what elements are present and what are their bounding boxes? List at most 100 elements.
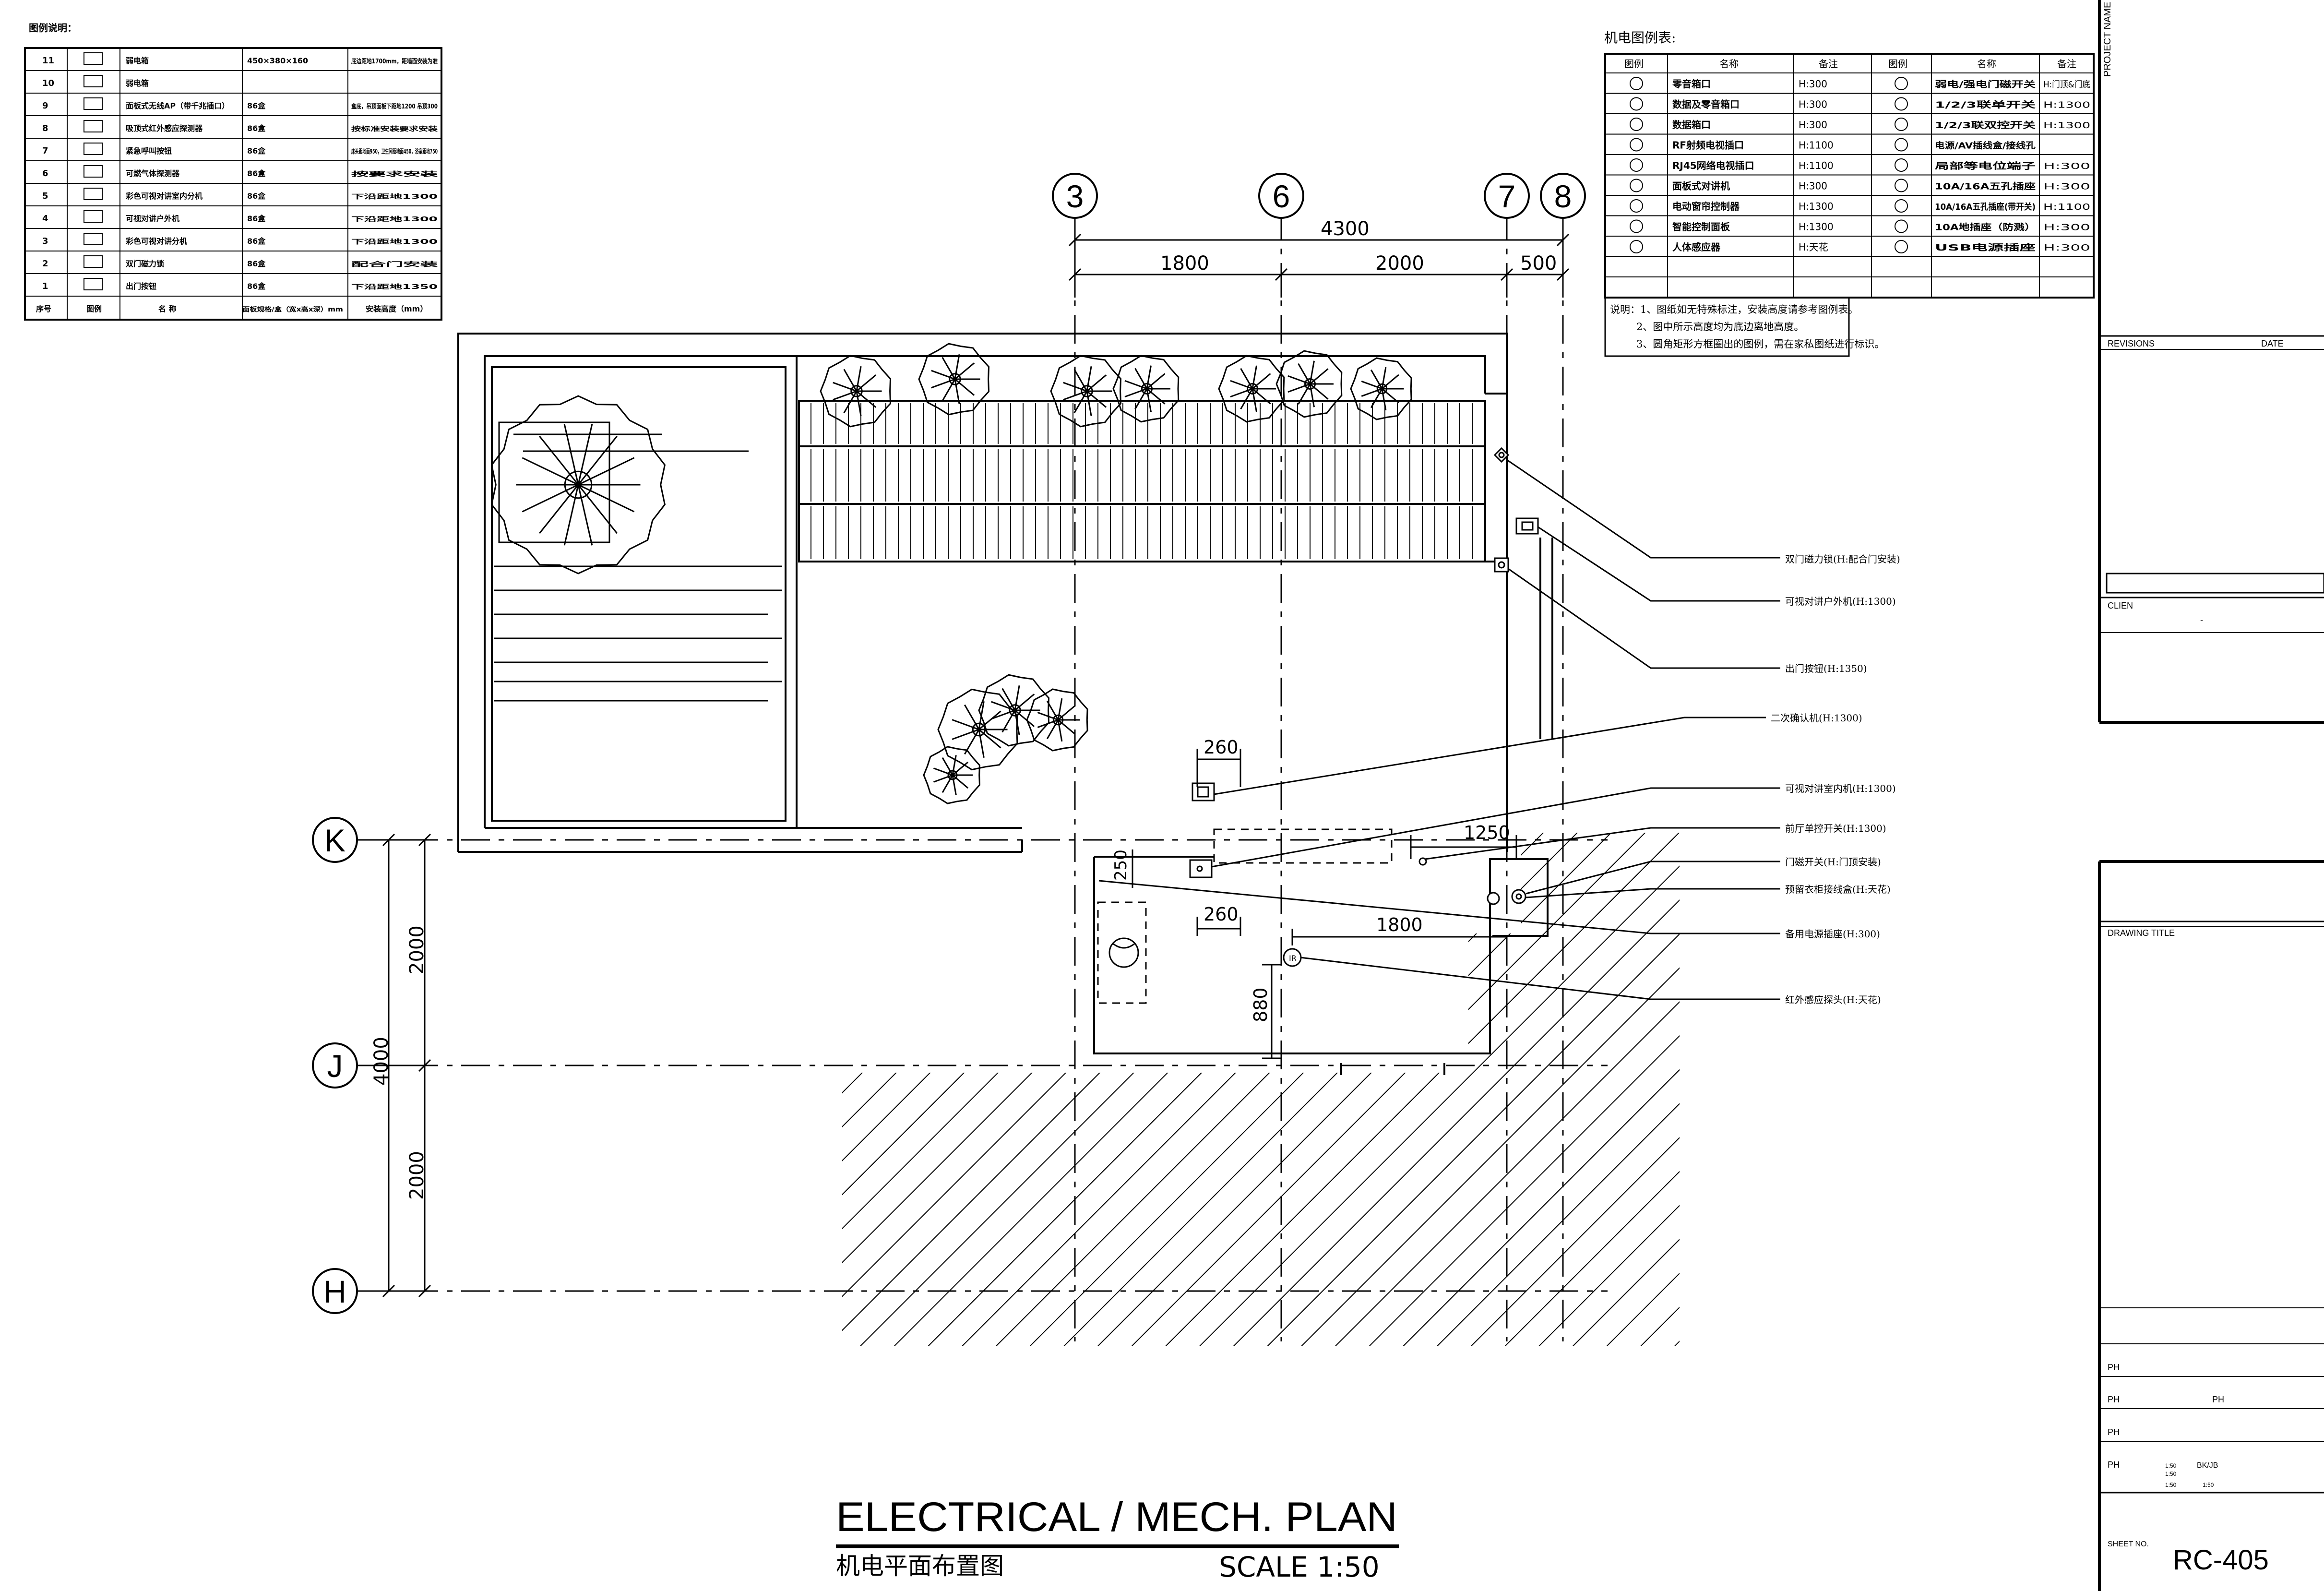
legend-left-note: H:1100: [1799, 140, 1834, 151]
equip-symbol-icon: [83, 233, 103, 245]
magnetic-lock-icon: [1493, 447, 1510, 463]
sheet-number: RC-405: [2173, 1544, 2269, 1576]
equip-footer-size: 面板规格/盒（宽x高x深）mm: [242, 306, 343, 313]
equip-footer-name: 名 称: [158, 304, 177, 313]
legend-left-note: H:1300: [1799, 201, 1834, 212]
equip-row-name: 双门磁力锁: [126, 259, 164, 268]
equip-row-note: 床头距地面950，卫生间距地面450，浴室距地750: [351, 148, 438, 156]
door-sensor-icon: [1487, 889, 1526, 905]
dim-250: 250: [1111, 849, 1131, 881]
ph-scale-small: 1:50: [2165, 1482, 2177, 1488]
equip-row-no: 1: [42, 281, 48, 291]
legend-right-name: 局部等电位端子: [1935, 161, 2036, 171]
legend-left-name: 数据箱口: [1672, 119, 1711, 131]
tree-icon: [820, 355, 892, 428]
plan-dimension-lines: [1132, 749, 1517, 1059]
device-callout-label: 可视对讲室内机(H:1300): [1785, 783, 1896, 794]
device-callout-label: 双门磁力锁(H:配合门安装): [1785, 553, 1900, 565]
device-callout-label: 前厅单控开关(H:1300): [1785, 823, 1886, 834]
device-callout-label: 门磁开关(H:门顶安装): [1785, 856, 1881, 868]
equip-row-no: 9: [42, 101, 48, 111]
equip-row-name: 面板式无线AP（带千兆插口）: [126, 101, 229, 110]
legend-left-note: H:1300: [1799, 221, 1834, 233]
legend-right-note: H:1300: [2043, 120, 2090, 131]
door-intercom-outdoor-icon: [1515, 517, 1539, 535]
dim-880: 880: [1250, 987, 1271, 1022]
grid-bubble-column: [1540, 173, 1586, 219]
date-label: DATE: [2261, 339, 2284, 348]
legend-header: 图例: [1624, 58, 1644, 70]
equip-footer-symbol: 图例: [86, 304, 102, 313]
dim-2000-left-b: 2000: [406, 1151, 428, 1200]
equip-row-no: 4: [42, 214, 48, 224]
legend-left-note: H:300: [1799, 119, 1827, 131]
legend-note: 3、圆角矩形方框圈出的图例，需在家私图纸进行标识。: [1636, 338, 1884, 350]
tree-icon: [1026, 688, 1088, 752]
equip-row-name: 彩色可视对讲分机: [125, 237, 187, 246]
equip-row-size: 86盒: [247, 169, 266, 178]
equip-row-no: 7: [42, 146, 48, 156]
legend-symbol-icon: [1895, 199, 1908, 213]
equip-row-note: 下沿距地1300: [351, 238, 438, 246]
legend-header: 名称: [1977, 58, 1996, 70]
equip-symbol-icon: [83, 278, 103, 290]
single-switch-icon: [1418, 857, 1427, 866]
legend-left-note: H:300: [1799, 78, 1827, 90]
legend-symbol-icon: [1630, 199, 1643, 213]
equip-symbol-icon: [83, 75, 103, 87]
equip-row-note: 盒底，吊顶面板下距地1200 吊顶300: [351, 103, 438, 110]
equip-row-size: 86盒: [247, 101, 266, 110]
socket-icon: [1108, 937, 1139, 968]
drawing-title-block: ELECTRICAL / MECH. PLAN 机电平面布置图 SCALE 1:…: [836, 1494, 1399, 1583]
legend-symbol-icon: [1630, 240, 1643, 253]
tree-icon: [490, 395, 666, 574]
grid-column-label: 8: [1554, 179, 1572, 214]
floor-plan: [457, 333, 1553, 1075]
device-callout-label: 预留衣柜接线盒(H:天花): [1785, 884, 1891, 895]
legend-right-name: 10A地插座（防溅）: [1935, 222, 2036, 233]
device-callout-label: 二次确认机(H:1300): [1771, 712, 1862, 724]
sheet-no-label: SHEET NO.: [2108, 1540, 2149, 1548]
grid-bubble-row: [312, 1268, 358, 1314]
legend-note: 说明：1、图纸如无特殊标注，安装高度请参考图例表。: [1610, 304, 1858, 315]
legend-right-note: H:门顶&门底: [2043, 80, 2090, 90]
legend-right-name: 弱电/强电门磁开关: [1935, 79, 2036, 90]
legend-symbol-icon: [1895, 179, 1908, 192]
legend-symbol-icon: [1630, 179, 1643, 192]
indoor-intercom-icon: [1189, 859, 1213, 878]
tree-icon: [1050, 355, 1122, 428]
legend-right-note: H:1100: [2043, 202, 2090, 212]
equip-row-size: 86盒: [247, 124, 266, 133]
legend-header: 备注: [1819, 58, 1838, 70]
title-block: PROJECT NAME REVISIONS DATE CLIEN - DRAW…: [2098, 0, 2324, 1591]
legend-right-note: H:300: [2043, 161, 2090, 171]
equip-row-name: 出门按钮: [126, 282, 156, 291]
tree-icon: [1275, 350, 1343, 418]
equip-row-note: 底边距地1700mm，距墙面安装为准: [351, 58, 438, 65]
legend-symbol-icon: [1630, 219, 1643, 233]
device-callout-label: 红外感应探头(H:天花): [1785, 994, 1881, 1005]
legend-left-note: H:300: [1799, 180, 1827, 192]
legend-symbol-icon: [1630, 138, 1643, 152]
legend-left-name: 零音箱口: [1672, 78, 1711, 90]
legend-right-name: 1/2/3联双控开关: [1935, 120, 2036, 131]
legend-left-note: H:300: [1799, 99, 1827, 110]
equip-row-size: 86盒: [247, 214, 266, 223]
ph-scale-small: 1:50: [2203, 1482, 2214, 1488]
legend-right-note: H:300: [2043, 182, 2090, 192]
ph-value: 1:50: [2165, 1462, 2177, 1469]
tree-icon: [923, 746, 980, 804]
grid-bubble-row: [312, 1042, 358, 1089]
legend-right-name: 10A/16A五孔插座: [1935, 181, 2036, 192]
equip-row-size: 86盒: [247, 191, 266, 201]
revisions-label: REVISIONS: [2108, 339, 2155, 348]
tree-icon: [918, 343, 990, 416]
legend-left-name: 电动窗帘控制器: [1672, 201, 1740, 212]
legend-left-name: 人体感应器: [1672, 241, 1721, 253]
equip-row-name: 紧急呼叫按钮: [126, 146, 172, 156]
equip-symbol-icon: [83, 120, 103, 132]
grid-column-label: 6: [1273, 179, 1290, 214]
client-label: CLIEN: [2108, 601, 2133, 610]
